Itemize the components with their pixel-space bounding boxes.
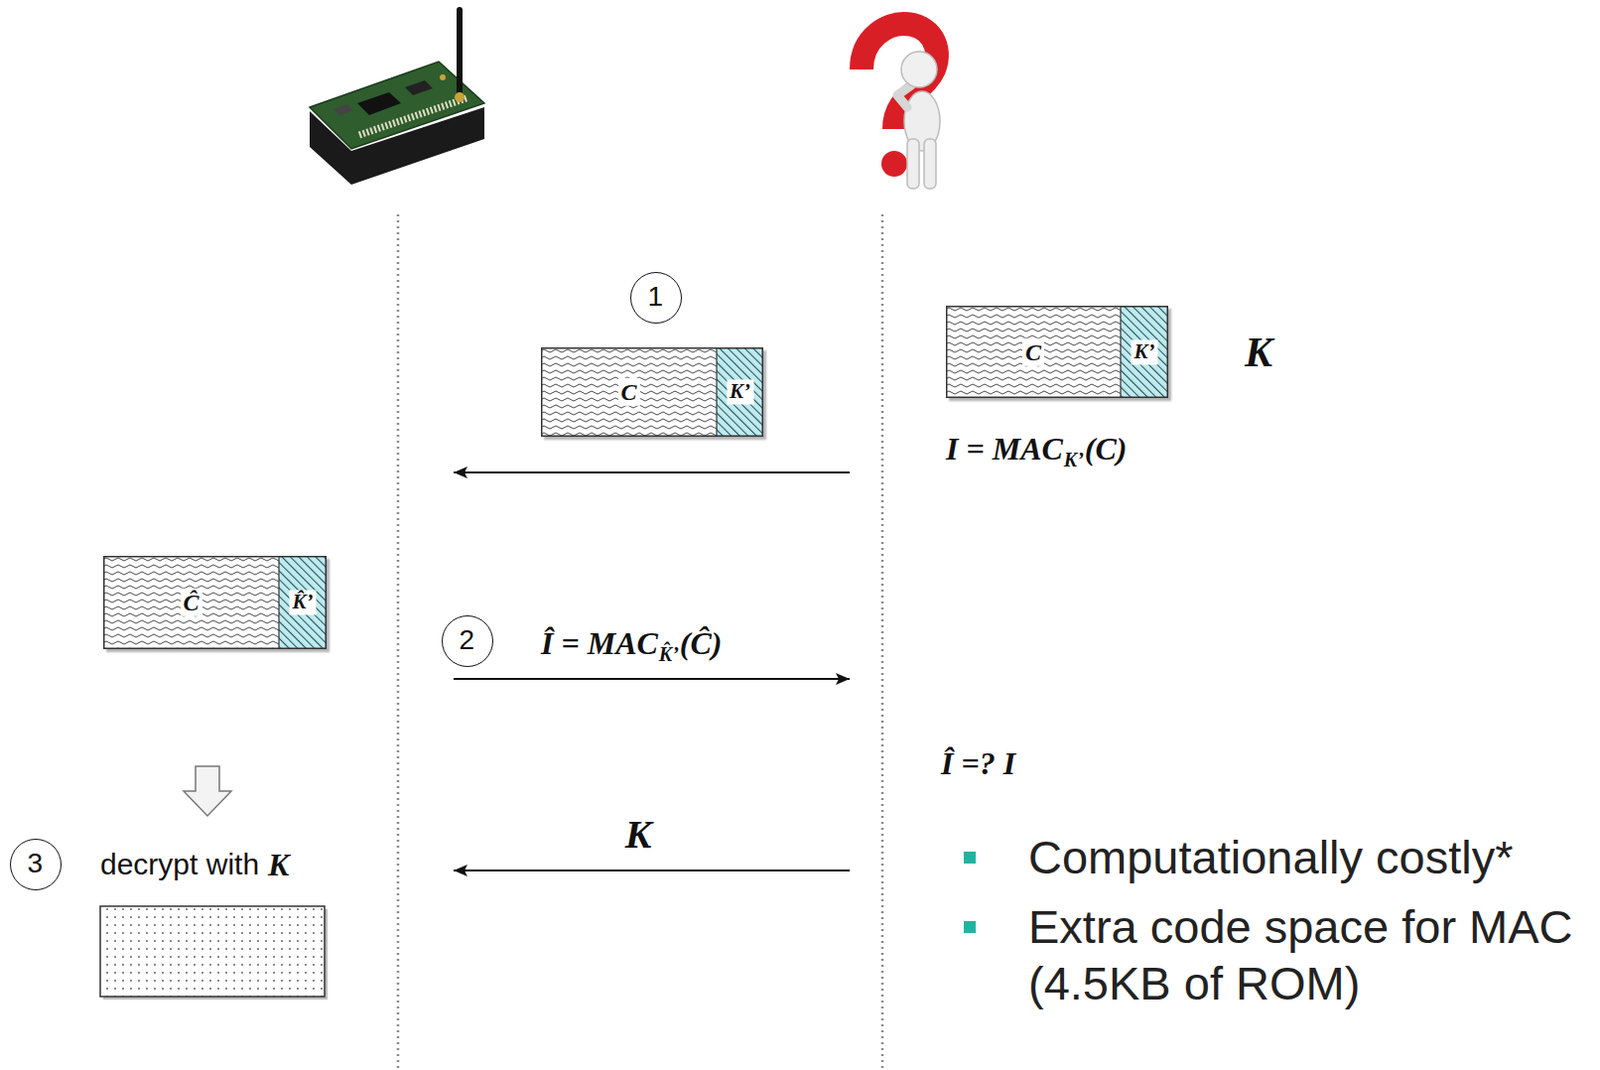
mac-formula: Î = MAC xyxy=(540,625,659,663)
sensor-mote xyxy=(309,9,485,185)
step-digit: 1 xyxy=(648,281,665,313)
ciphertext-label: C xyxy=(1022,337,1045,366)
step-number: 2 xyxy=(441,615,494,667)
mac-formula: (Ĉ) xyxy=(679,625,723,663)
ciphertext-fill xyxy=(945,305,1121,399)
bullet-square xyxy=(963,851,976,864)
box-outline xyxy=(104,556,327,650)
mac-subscript: K̂’ xyxy=(659,643,679,667)
ciphertext-fill xyxy=(103,555,279,650)
key-label: K xyxy=(1244,328,1273,377)
bullet-text: Extra code space for MAC (4.5KB of ROM) xyxy=(1028,898,1595,1013)
ciphertext-fill xyxy=(540,347,717,437)
message-box: Ĉ K̂’ xyxy=(103,555,327,650)
comparison-check: Î =? I xyxy=(940,745,1016,783)
step-text: decrypt with xyxy=(100,847,260,883)
step-digit: 3 xyxy=(27,848,44,880)
bullet-square xyxy=(963,921,976,934)
mac-formula: I = MAC xyxy=(945,430,1064,468)
key-label: K xyxy=(625,811,653,858)
box-outline xyxy=(946,306,1169,399)
message-arrow xyxy=(453,677,850,680)
plaintext-box xyxy=(100,906,325,997)
ciphertext-label: C xyxy=(617,378,640,406)
lifeline xyxy=(881,214,885,1070)
mac-subscript: K’ xyxy=(1064,448,1084,472)
message-arrow xyxy=(453,869,850,872)
step-number: 3 xyxy=(9,838,62,891)
key-fill xyxy=(278,555,327,650)
message-box: C K’ xyxy=(945,305,1169,399)
box-outline xyxy=(541,348,764,437)
key-fill xyxy=(716,347,764,437)
question-figure xyxy=(861,23,940,189)
step-number: 1 xyxy=(630,271,682,324)
ciphertext-label: Ĉ xyxy=(179,588,202,617)
key-label: K’ xyxy=(1131,339,1159,365)
step-digit: 2 xyxy=(459,625,476,657)
key-label: K’ xyxy=(726,379,754,404)
down-arrow xyxy=(183,766,232,816)
key-fill xyxy=(1120,305,1169,399)
message-arrow xyxy=(453,471,850,474)
key-label: K xyxy=(267,846,289,884)
mac-formula: (C) xyxy=(1084,430,1128,468)
lifeline xyxy=(397,214,400,1070)
key-label: K̂’ xyxy=(289,589,317,615)
bullet-text: Computationally costly* xyxy=(1028,828,1595,886)
message-box: C K’ xyxy=(540,347,764,437)
box-divider xyxy=(1119,305,1121,399)
box-divider xyxy=(715,347,717,437)
box-divider xyxy=(277,555,279,650)
